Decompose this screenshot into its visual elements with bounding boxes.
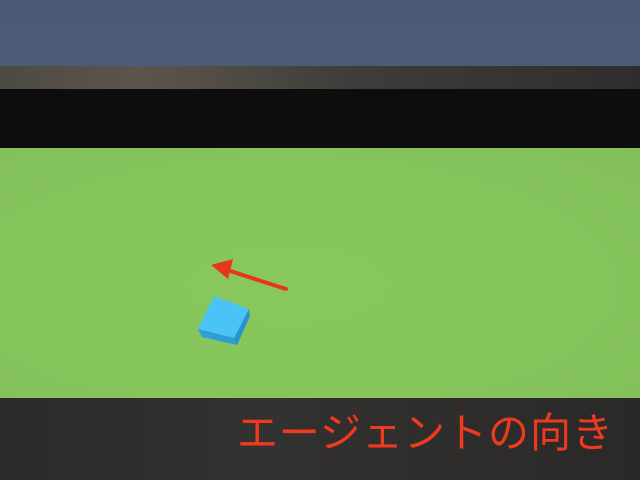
direction-arrow-shaft	[222, 267, 288, 291]
agent-cube-side-face	[234, 309, 250, 345]
agent-direction-caption: エージェントの向き	[236, 409, 614, 457]
horizon-band	[0, 66, 640, 89]
agent-cube	[198, 296, 250, 345]
agent-cube-top-face	[198, 296, 249, 338]
green-ground-plane	[0, 148, 640, 398]
agent-cube-front-face	[198, 329, 237, 345]
direction-arrow-head-icon	[211, 259, 233, 279]
sky	[0, 0, 640, 66]
direction-arrow	[211, 259, 288, 291]
bottom-caption-bar	[0, 398, 640, 480]
void-band	[0, 89, 640, 148]
